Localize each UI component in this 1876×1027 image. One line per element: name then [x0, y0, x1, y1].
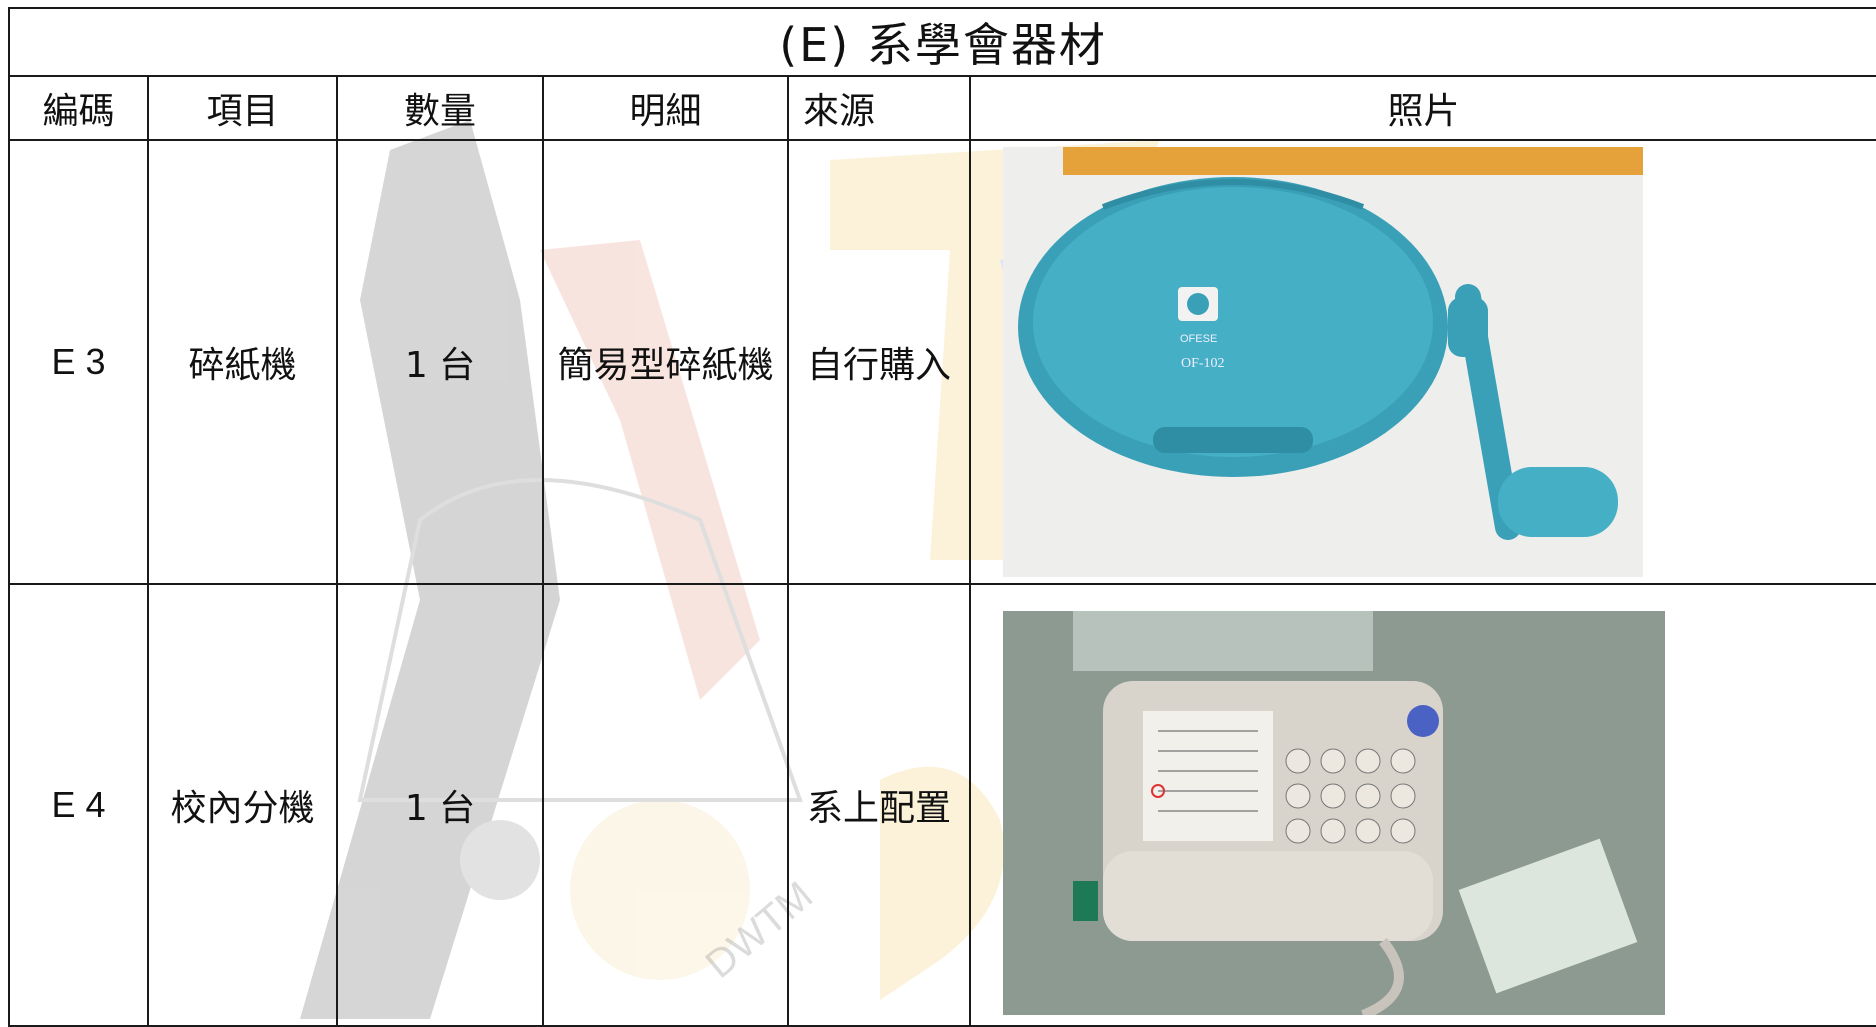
cell-detail	[542, 583, 789, 1027]
cell-item: 碎紙機	[147, 139, 338, 585]
cell-quantity: 1 台	[336, 139, 544, 585]
cell-code: E 3	[8, 139, 149, 585]
shredder-photo: OFESE OF-102	[1003, 147, 1643, 577]
shredder-brand-label: OFESE	[1180, 333, 1217, 345]
cell-photo: OFESE OF-102	[968, 139, 1876, 585]
table-row: E 3 碎紙機 1 台 簡易型碎紙機 自行購入 OFESE OF-102	[8, 139, 1876, 585]
header-code: 編碼	[8, 75, 149, 141]
telephone-photo	[1003, 611, 1665, 1015]
header-photo: 照片	[968, 75, 1876, 141]
header-item: 項目	[147, 75, 338, 141]
cell-quantity: 1 台	[336, 583, 544, 1027]
table-row: E 4 校內分機 1 台 系上配置	[8, 583, 1876, 1027]
table-title: (E) 系學會器材	[7, 7, 1876, 77]
shredder-model-label: OF-102	[1181, 356, 1225, 371]
cell-source: 自行購入	[787, 139, 971, 585]
header-source: 來源	[787, 75, 971, 141]
cell-code: E 4	[8, 583, 149, 1027]
header-quantity: 數量	[336, 75, 544, 141]
header-detail: 明細	[542, 75, 789, 141]
cell-source: 系上配置	[787, 583, 971, 1027]
cell-photo	[968, 583, 1876, 1027]
cell-item: 校內分機	[147, 583, 338, 1027]
equipment-table: (E) 系學會器材 編碼 項目 數量 明細 來源 照片 E 3 碎紙機 1 台 …	[7, 7, 1876, 1027]
cell-detail: 簡易型碎紙機	[542, 139, 789, 585]
